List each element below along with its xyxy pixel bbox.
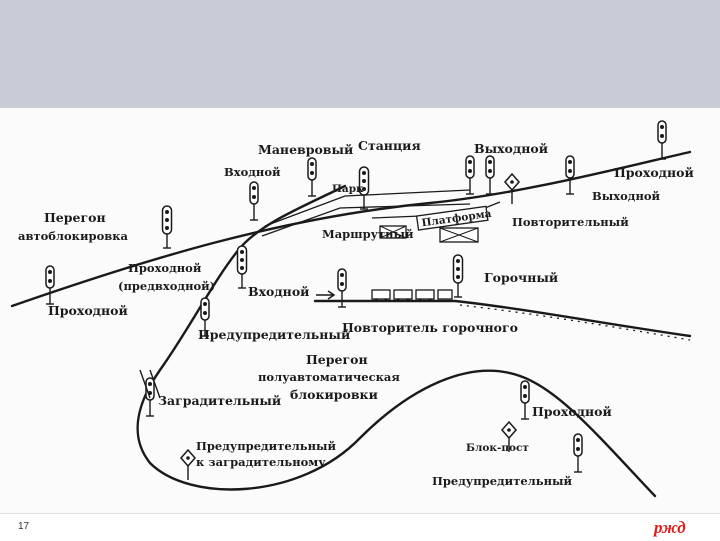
rzd-logo: ржд — [654, 518, 686, 537]
station-box-1 — [379, 225, 407, 239]
signal-vkhodnoy-top — [249, 181, 259, 221]
signal-avtoblok — [161, 205, 173, 249]
label-prokhodnoy-top: Проходной — [614, 165, 694, 180]
label-vkhodnoy-top: Входной — [224, 165, 281, 179]
hump-wagons — [371, 289, 453, 302]
signal-vykhodnoy-top-2 — [485, 155, 495, 195]
hump-arrow — [316, 290, 336, 300]
signal-prokhodnoy-top — [657, 120, 667, 160]
label-prokhodnoy-left: Проходной — [48, 303, 128, 318]
label-preduprezhd-bottom: Предупредительный — [432, 474, 573, 488]
hump-ties — [459, 304, 691, 341]
signal-vykhodnoy-right — [565, 155, 575, 195]
label-prokhodnoy-pred-2: (предвходной) — [118, 279, 215, 293]
signal-gorochny — [452, 254, 464, 298]
label-manevrovy: Маневровый — [258, 142, 353, 157]
station-track-1 — [264, 189, 471, 227]
signal-vkhodnoy-mid — [236, 245, 248, 289]
platform: Платформа — [415, 205, 492, 231]
label-preduprezhd-top: Предупредительный — [198, 327, 350, 342]
header-band — [0, 0, 720, 108]
label-park: Парк — [332, 183, 364, 195]
page-number: 17 — [18, 521, 30, 532]
signal-preduprezhd-zagr — [180, 449, 196, 481]
label-marshrutny: Маршрутный — [322, 227, 414, 241]
signal-povtoritelny — [504, 173, 520, 205]
label-stantsiya: Станция — [358, 138, 421, 153]
railway-signals-diagram: Платформа — [0, 108, 720, 513]
station-track-2 — [261, 203, 471, 237]
label-peregon-ab-2: автоблокировка — [18, 229, 129, 243]
label-vykhodnoy-top: Выходной — [474, 141, 548, 156]
label-vkhodnoy-mid: Входной — [248, 284, 309, 299]
signal-prokhodnoy-right — [520, 380, 530, 420]
label-preduprezhd-zagr-1: Предупредительный — [196, 439, 337, 453]
label-vykhodnoy-right: Выходной — [592, 189, 661, 203]
label-prokhodnoy-pred-1: Проходной — [128, 261, 202, 275]
label-peregon-ab-1: Перегон — [44, 210, 106, 225]
label-gorochny: Горочный — [484, 270, 558, 285]
label-povtoritelny: Повторительный — [512, 215, 629, 229]
label-prokhodnoy-right: Проходной — [532, 404, 612, 419]
label-peregon-pab-3: блокировки — [290, 387, 378, 402]
hump-track-line — [313, 299, 692, 338]
label-povtoritel-gorochnogo: Повторитель горочного — [342, 320, 518, 335]
crossing-marker — [139, 369, 161, 399]
label-blok-post: Блок-пост — [466, 442, 529, 454]
signal-vykhodnoy-top-1 — [465, 155, 475, 195]
station-box-2 — [439, 227, 479, 243]
signal-manevrovy — [307, 157, 317, 197]
signal-prokhodnoy-left — [45, 265, 55, 305]
label-zagraditelny: Заградительный — [158, 393, 281, 408]
diagram-canvas: Платформа — [10, 120, 694, 498]
footer-bar: 17 ржд — [0, 513, 720, 541]
label-preduprezhd-zagr-2: к заградительному — [196, 455, 326, 469]
signal-preduprezhd-bottom — [573, 433, 583, 473]
label-peregon-pab-1: Перегон — [306, 352, 368, 367]
label-peregon-pab-2: полуавтоматическая — [258, 370, 400, 384]
